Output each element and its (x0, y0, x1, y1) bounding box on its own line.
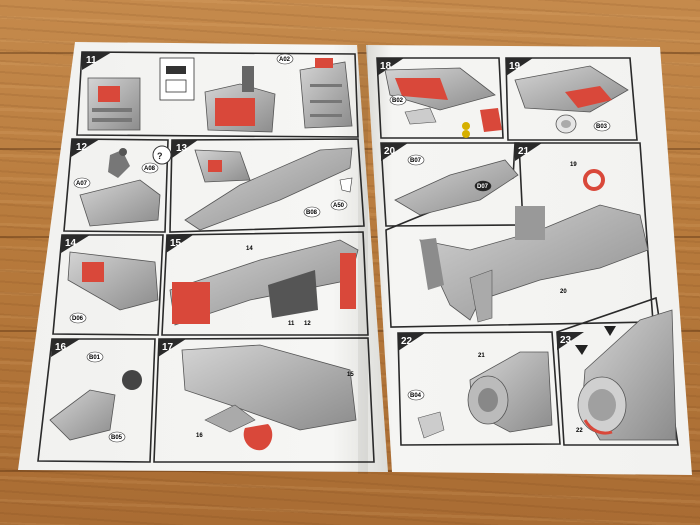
step-18-nose-part: B02 (384, 67, 502, 138)
step-11-cockpit-frames (87, 57, 353, 133)
part-label: A02 (279, 57, 291, 63)
booklet-fold (358, 44, 368, 474)
left-step-badges (51, 52, 198, 357)
part-label: 20 (560, 289, 567, 295)
step-19-nose-part: B03 (514, 65, 629, 134)
left-panels (37, 51, 375, 463)
step-18-number: 18 (380, 61, 392, 72)
step-17-number: 17 (162, 342, 174, 353)
part-label: B02 (392, 98, 404, 104)
part-label: 14 (246, 246, 253, 252)
step-21-fuselage-assembly: 19 20 (419, 162, 649, 323)
step-14-number: 14 (65, 238, 77, 249)
part-label: B03 (596, 124, 608, 130)
part-label: 19 (570, 162, 577, 168)
part-label: A07 (76, 181, 88, 187)
step-22-number: 22 (401, 336, 413, 347)
step-12-number: 12 (76, 142, 88, 153)
part-label: B01 (89, 355, 101, 361)
part-label: B05 (111, 435, 123, 441)
part-label: D06 (72, 316, 84, 322)
step-11-number: 11 (86, 55, 97, 66)
step-16-number: 16 (55, 342, 67, 353)
step-20-fuselage-half: B07 D07 (394, 154, 519, 216)
part-label: 16 (196, 433, 203, 439)
part-label: A50 (333, 203, 345, 209)
step-11-part-labels: A02 (276, 53, 294, 65)
step-21-number: 21 (518, 146, 530, 157)
step-22-engine-cowl: B04 21 (407, 351, 553, 439)
part-label: 15 (347, 372, 354, 378)
step-19-number: 19 (509, 61, 521, 72)
step-13-fuselage: B08 A50 (184, 147, 353, 231)
step-17-assembly: 15 16 (181, 344, 357, 451)
step-15-fuselage-assembly: 11 12 14 (169, 239, 359, 327)
step-23-engine-front: 22 (575, 309, 677, 441)
step-15-number: 15 (170, 238, 182, 249)
part-label: B07 (410, 158, 422, 164)
step-16-engine-cowl: B01 B05 (49, 351, 142, 443)
part-label: B08 (306, 210, 318, 216)
step-12-pilot-and-cockpit: ? A08 A07 (73, 145, 172, 227)
step-20-number: 20 (384, 146, 396, 157)
part-label: D07 (477, 184, 489, 190)
right-step-badges (377, 58, 584, 351)
step-13-number: 13 (176, 143, 188, 154)
part-label: 12 (304, 321, 311, 327)
step-14-fuselage-half: D06 (67, 251, 159, 324)
svg-text:?: ? (157, 151, 163, 161)
part-label: 11 (288, 321, 295, 327)
part-label: 21 (478, 353, 485, 359)
step-23-number: 23 (560, 335, 572, 346)
part-label: 22 (576, 428, 583, 434)
part-label: A08 (144, 166, 156, 172)
part-label: B04 (410, 393, 422, 399)
